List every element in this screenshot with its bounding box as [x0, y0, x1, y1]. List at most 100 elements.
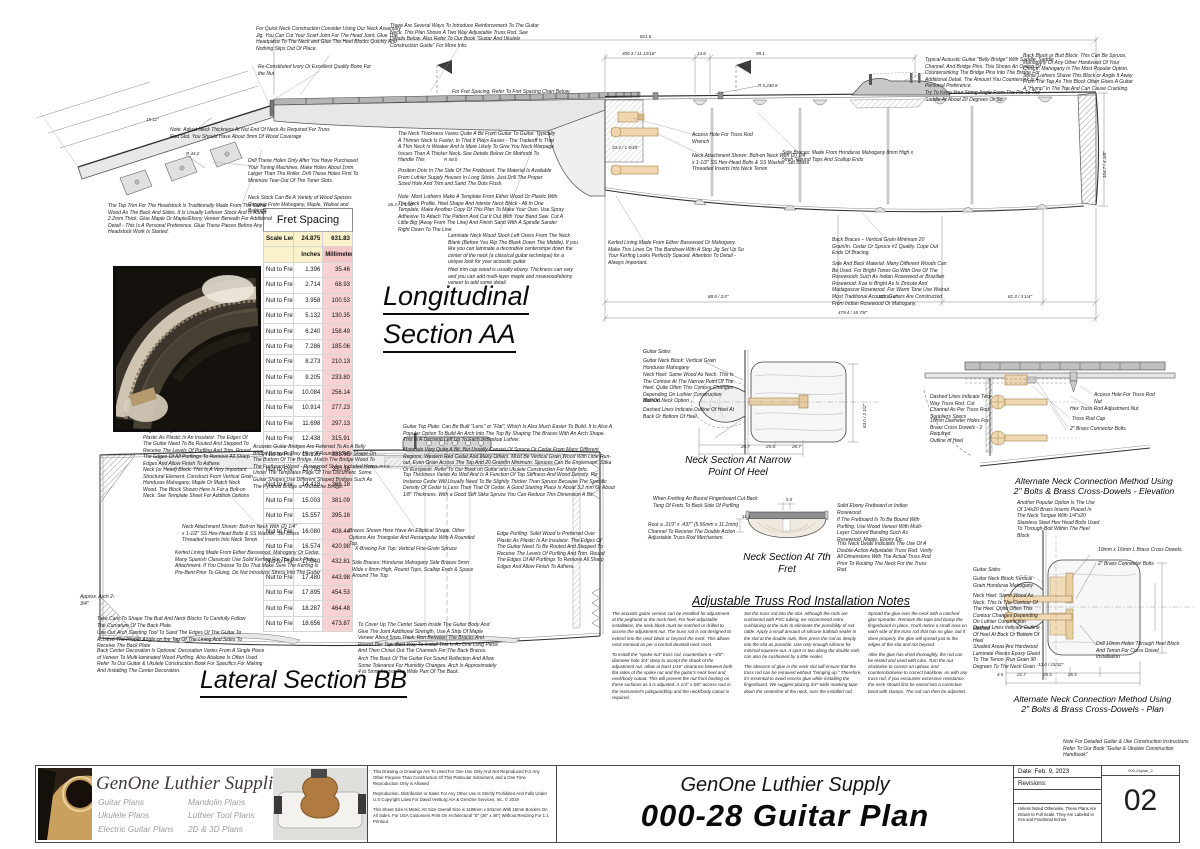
dimension-label: 821.8	[640, 34, 652, 39]
note-braces-shape: Braces Shown Here Have An Elliptical Sha…	[349, 528, 475, 548]
logo-block: GenOne Luthier Supplies Guitar Plans Uku…	[35, 765, 368, 843]
note-connector-bolts-plan: 2" Brass Connector Bolts	[1098, 561, 1154, 567]
dimension-label: 20.7	[741, 444, 750, 449]
note-side-braces-lat: Side Braces: Honduras Mahogany Side Brac…	[352, 560, 474, 580]
note-kerfed-long: Kerfed Lining Made From Either Basswood …	[608, 240, 744, 266]
brand-name: GenOne Luthier Supplies	[96, 773, 290, 794]
note-template-note: Note: Most Luthiers Make A Template From…	[398, 194, 564, 233]
note-cross-dowels: 10mm x 16mm L Brass Cross Dowels.	[1098, 547, 1183, 553]
truss-notes-column-2: Set the truss rod into the slot. Althoug…	[744, 611, 862, 694]
note-neck-attach-lat: Neck Attachment Shown: Bolt-on Neck With…	[182, 524, 300, 544]
revisions-label: Revisions:	[1014, 778, 1101, 790]
legal-paragraph: Reproduction, Distribution or Sales For …	[373, 791, 548, 803]
note-guitar-sides-heel: Guitar Sides	[643, 349, 671, 355]
legal-text-block: This Drawing or Drawings Are To Used For…	[367, 765, 557, 843]
dimension-label: R 5,230.8	[758, 83, 778, 88]
heel-section-drawing	[689, 350, 881, 457]
fret7-section-drawing	[736, 502, 829, 539]
note-side-braces-long: Side Braces: Made From Honduras Mahogany…	[782, 150, 914, 163]
note-truss-cap: Truss Rod Cap	[1072, 416, 1106, 422]
dimension-label: 104.7 / 4 1/8"	[1102, 151, 1107, 178]
sheet-number: 02	[1123, 784, 1158, 817]
legal-paragraph: This Drawing or Drawings Are To Used For…	[373, 769, 540, 787]
note-shaded-areas: Shaded Areas Are Hardwood Laminate Piece…	[973, 644, 1040, 670]
truss-rod-slot	[782, 518, 791, 532]
note-neck-attach-long: Neck Attachment Shown: Bolt-on Neck With…	[692, 153, 810, 173]
note-neck-block-plan: Guitar Neck Block: Vertical Grain Hondur…	[973, 576, 1034, 589]
note-top-materials: Materials Vary Quite A Bit, But Usually …	[403, 447, 612, 473]
neck-bolt	[748, 397, 802, 406]
dimension-label: 25.5	[766, 444, 775, 449]
truss-notes-column-3: Spread the glue over the neck with a not…	[868, 611, 968, 694]
dimension-label: 63.0 / 2 1/2"	[862, 403, 867, 428]
fretboard-7th	[747, 511, 827, 519]
note-edge-purfling-2: Edge Purfling: Solid Wood Is Preferred O…	[497, 531, 605, 570]
heel-section-title: Neck Section At Narrow Point Of Heel	[685, 455, 791, 478]
alt-connection-elevation-drawing	[923, 361, 1176, 467]
note-neck-heel-plan: Neck Heel: Same Wood As Neck. This Is Th…	[973, 593, 1038, 632]
note-string-angle: Try To Keep Your String Angle From The P…	[925, 90, 1041, 103]
note-another-option: Another Popular Option Is The Use Of 1/4…	[1017, 500, 1100, 539]
dimension-label: R 3,457.6	[370, 464, 390, 469]
cross-dowel-2	[1065, 608, 1074, 640]
note-access-hole: Access Hole For Truss Rod Wrench	[692, 132, 753, 145]
note-top-plate: Guitar Top Plate: Can Be Built "Lens" or…	[403, 424, 612, 444]
dimension-label: 25.5	[1068, 672, 1077, 677]
body-section	[604, 91, 1100, 213]
note-connector-bolts-elev: 2" Brass Connector Bolts	[1070, 426, 1126, 432]
fretboard	[273, 91, 641, 106]
note-dashed-heel: Dashed Lines Indicate Outline Of Heel At…	[643, 407, 734, 420]
scale-length-mm: 631.83	[322, 230, 353, 248]
truss-rod-nut-block	[1004, 374, 1028, 386]
note-back-block: Back Block or Butt Block. This Can Be Sp…	[1023, 53, 1133, 92]
dimension-label: 88.9 / 3.5"	[708, 294, 729, 299]
dimension-label: 99.1	[756, 51, 765, 56]
dimension-label: 5.5	[786, 497, 793, 502]
heel-profile	[547, 109, 606, 197]
longitudinal-section-title: Longitudinal Section AA	[383, 281, 529, 357]
note-outline-heel: Outline of Heel	[930, 438, 964, 444]
dimension-label: 33.4 / 1 5/16"	[612, 145, 639, 150]
note-adjust-neck: Note: Adjust Neck Thickness At Nut End O…	[170, 127, 330, 140]
dimension-label: R 50.0	[444, 157, 458, 162]
note-top-thickness: Top Thickness Varies As Well And Is A Fu…	[403, 472, 615, 498]
note-neck-block-lat: Neck (or Head) Block. This Is A Very Imp…	[143, 467, 253, 500]
date-label: Date: Feb. 9, 2023	[1014, 766, 1101, 778]
note-neck-thickness: The Neck Thickness Varies Quite A Bit Fr…	[398, 131, 556, 164]
note-arch-back: Arch The Back Of The Guitar For Sound Re…	[358, 656, 497, 676]
dimension-label: 15-11°	[146, 117, 159, 122]
alt-elevation-title: Alternate Neck Connection Method Using 2…	[1013, 476, 1175, 497]
dimension-label: 25.5	[1043, 672, 1052, 677]
fret-spacing-table: Fret Spacing Scale Length = 24.875 631.8…	[263, 208, 353, 633]
sheet-number-block: 000-28plan_2 02	[1101, 765, 1180, 843]
note-heel-cap: Heel trim cap wood is usually ebony. Thi…	[448, 267, 573, 287]
document-code: 000-28plan_2	[1102, 766, 1179, 776]
note-back-center: Back Center Decoration Is Optional. Deco…	[97, 648, 265, 674]
cross-dowel-1	[1065, 572, 1074, 604]
note-bridge-note: Typical Acoustic Guitar "Belly Bridge" W…	[925, 57, 1054, 90]
note-kerfed-lat: Kerfed Lining Made From Either Basswood,…	[175, 550, 321, 576]
interior-photo	[104, 266, 261, 432]
product-list-right: Mandolin Plans Luthier Tool Plans 2D & 3…	[188, 797, 255, 834]
note-bolt-on-option: Bolt-On Neck Option	[643, 398, 689, 404]
truss-notes-column-1: The acoustic guitar version can be insta…	[612, 611, 733, 700]
note-neck-stock: Neck Stock Can Be A Variety of Wood Spec…	[248, 195, 352, 215]
date-revisions-block: Date: Feb. 9, 2023 Revisions: Unless Not…	[1013, 765, 1102, 843]
